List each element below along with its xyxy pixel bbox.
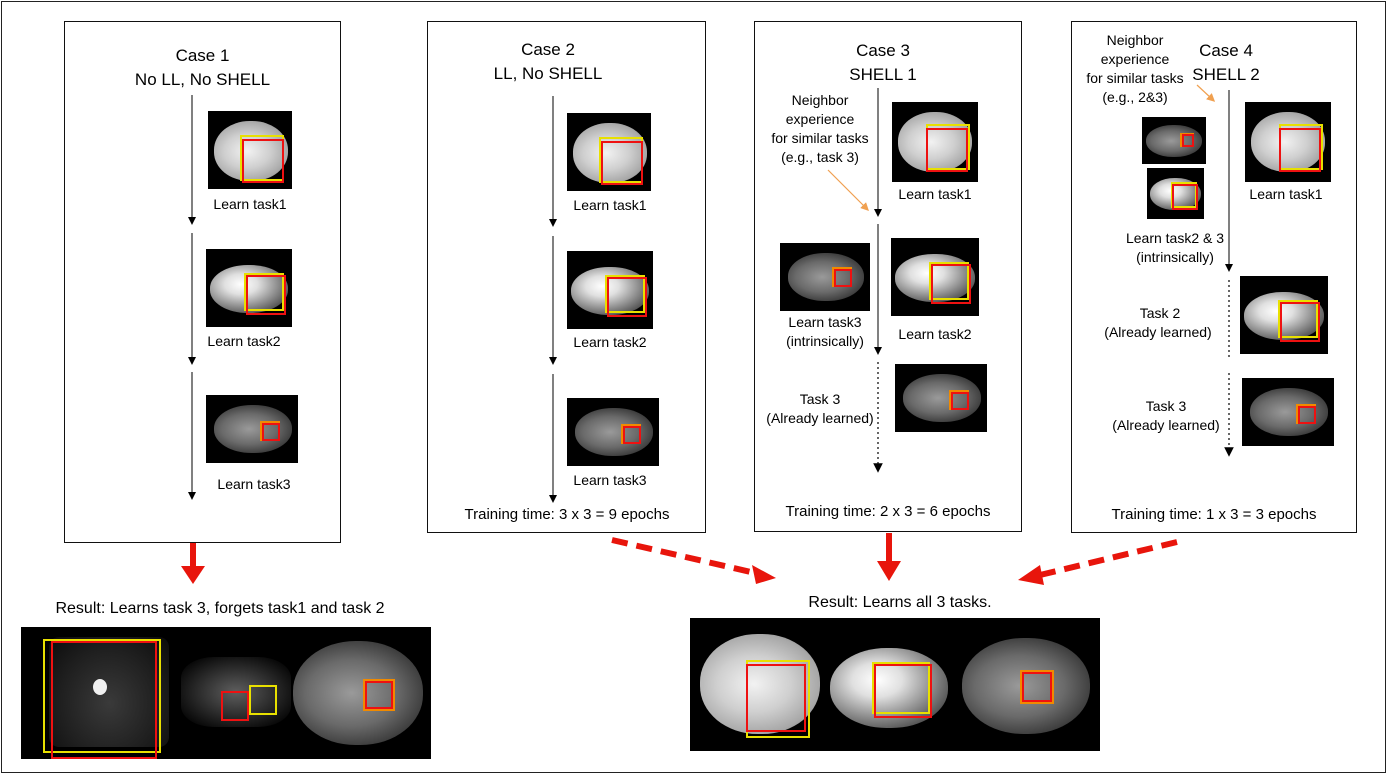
case-1-label-task2: Learn task2 [207,333,281,349]
case-2-label-task3: Learn task3 [573,472,647,488]
case-3-note-line1: Neighbor [791,92,849,108]
result-left-image [21,627,431,759]
case-4-note-line2: experience [1100,51,1170,67]
case-2-scan-task2 [567,251,653,329]
case-4-subtitle: SHELL 2 [1192,65,1260,84]
case-4-label-task2: Task 2 [1139,305,1181,321]
case-4-label-task1: Learn task1 [1249,186,1323,202]
case-1-title: Case 1 [175,46,230,65]
case-4-scan-small-task3 [1142,117,1206,164]
case-2-scan-task3 [567,398,659,466]
case-2-panel [427,21,706,533]
case-3-subtitle: SHELL 1 [849,65,917,84]
result-arrow-case-2 [611,537,756,576]
case-3-label-already-learned: (Already learned) [766,410,874,426]
case-4-note-arrow [1196,84,1216,102]
case-3-note-arrow [827,169,869,211]
result-right-text: Result: Learns all 3 tasks. [808,594,992,611]
case-3-footer: Training time: 2 x 3 = 6 epochs [785,503,991,520]
case-3-label-intrinsically: (intrinsically) [786,333,864,349]
result-left-text: Result: Learns task 3, forgets task1 and… [55,600,385,617]
case-4-note-line4: (e.g., 2&3) [1102,89,1168,105]
case-3-scan-task1 [892,102,978,182]
case-3-label-task3: Learn task3 [788,314,862,330]
case-1-scan-task3 [206,395,298,463]
case-4-scan-task3 [1242,378,1334,446]
case-2-subtitle: LL, No SHELL [493,64,603,83]
case-3-label-task3-b: Task 3 [799,391,841,407]
case-3-label-task1: Learn task1 [898,186,972,202]
case-1-scan-task2 [206,249,292,327]
case-4-scan-small-task2 [1147,168,1204,219]
case-4-label-intrinsically: (intrinsically) [1136,249,1214,265]
case-4-note-line1: Neighbor [1106,32,1164,48]
result-arrow-case-3-head [877,561,901,581]
case-4-label-task3-learned: (Already learned) [1112,417,1220,433]
case-4-label-task2-learned: (Already learned) [1104,324,1212,340]
case-1-label-task3: Learn task3 [217,476,291,492]
case-4-scan-task2 [1240,276,1328,354]
case-4-label-task2and3: Learn task2 & 3 [1125,230,1225,246]
case-3-note-line4: (e.g., task 3) [781,149,859,165]
case-3-label-task2: Learn task2 [898,326,972,342]
result-arrow-case-2-head [752,565,776,584]
case-2-footer: Training time: 3 x 3 = 9 epochs [464,506,670,523]
case-2-title: Case 2 [521,40,575,59]
result-arrow-case-1-head [181,566,205,584]
case-4-note-line3: for similar tasks [1086,70,1184,86]
case-3-scan-task3-learned [895,364,987,432]
result-arrow-case-4-head [1018,565,1044,585]
result-right-image [690,618,1100,751]
case-4-scan-task1 [1245,102,1331,182]
case-1-scan-task1 [208,111,292,189]
case-4-title: Case 4 [1199,41,1253,60]
case-2-label-task2: Learn task2 [573,334,647,350]
case-1-label-task1: Learn task1 [213,196,287,212]
case-3-scan-task2 [891,238,979,316]
case-1-subtitle: No LL, No SHELL [134,70,271,89]
case-4-footer: Training time: 1 x 3 = 3 epochs [1111,506,1317,523]
case-3-scan-task3-intrinsic [780,243,870,311]
case-2-scan-task1 [567,113,651,191]
case-3-note-line3: for similar tasks [771,130,869,146]
case-2-label-task1: Learn task1 [573,197,647,213]
result-arrow-case-4 [1039,539,1178,578]
case-3-note-line2: experience [785,111,855,127]
case-4-label-task3: Task 3 [1145,398,1187,414]
case-3-title: Case 3 [856,41,910,60]
